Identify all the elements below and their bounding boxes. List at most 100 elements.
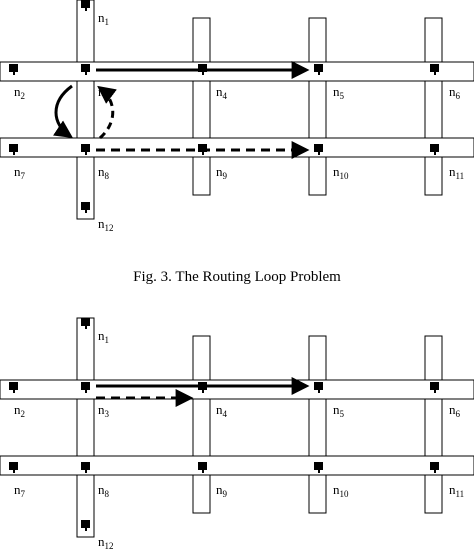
- node-body: [314, 144, 323, 152]
- node-antenna: [85, 527, 87, 531]
- node-body: [81, 462, 90, 470]
- node-n4-label: n4: [216, 84, 228, 101]
- node-body: [198, 144, 207, 152]
- node-body: [81, 202, 90, 210]
- node-subscript: 8: [105, 489, 110, 499]
- node-antenna: [13, 151, 15, 155]
- node-prefix: n: [98, 10, 105, 25]
- node-n2-icon: n2: [9, 64, 25, 101]
- node-body: [81, 520, 90, 528]
- road-fill: [310, 337, 325, 379]
- road-fill: [426, 82, 441, 137]
- road-fill: [78, 82, 93, 137]
- node-antenna: [85, 209, 87, 213]
- node-n12-label: n12: [98, 216, 114, 233]
- node-prefix: n: [98, 402, 105, 417]
- node-n2-label: n2: [14, 84, 25, 101]
- node-n1-label: n1: [98, 10, 109, 27]
- node-n6-label: n6: [449, 402, 461, 419]
- road-fill: [1, 381, 473, 398]
- node-antenna: [318, 71, 320, 75]
- node-subscript: 10: [340, 489, 350, 499]
- road-fill: [194, 19, 209, 61]
- node-subscript: 8: [105, 171, 110, 181]
- node-body: [430, 462, 439, 470]
- node-subscript: 1: [105, 17, 110, 27]
- node-n9-label: n9: [216, 164, 228, 181]
- node-subscript: 9: [223, 171, 228, 181]
- node-antenna: [202, 389, 204, 393]
- node-antenna: [85, 151, 87, 155]
- node-subscript: 12: [105, 541, 114, 550]
- node-n5-icon: n5: [314, 64, 345, 101]
- node-n8-icon: n8: [81, 144, 110, 181]
- node-body: [314, 462, 323, 470]
- node-n1-label: n1: [98, 328, 109, 345]
- node-body: [430, 382, 439, 390]
- node-subscript: 4: [223, 409, 228, 419]
- node-prefix: n: [449, 402, 456, 417]
- node-n1-icon: n1: [81, 0, 109, 27]
- road-fill: [310, 476, 325, 512]
- node-n10-label: n10: [333, 482, 349, 499]
- node-prefix: n: [216, 84, 223, 99]
- node-n10-icon: n10: [314, 462, 349, 499]
- road-fill: [194, 82, 209, 137]
- road-fill: [426, 158, 441, 194]
- node-body: [198, 382, 207, 390]
- node-body: [81, 318, 90, 326]
- road-fill: [426, 476, 441, 512]
- node-prefix: n: [98, 328, 105, 343]
- node-n7-label: n7: [14, 164, 26, 181]
- node-subscript: 12: [105, 223, 114, 233]
- node-subscript: 3: [105, 409, 110, 419]
- node-body: [430, 144, 439, 152]
- node-subscript: 11: [456, 489, 465, 499]
- road-fill: [310, 19, 325, 61]
- node-n3-icon: n3: [81, 64, 110, 101]
- loop-arrow-dashed: [97, 85, 117, 140]
- node-antenna: [85, 389, 87, 393]
- node-subscript: 5: [340, 409, 345, 419]
- node-antenna: [434, 71, 436, 75]
- node-prefix: n: [449, 164, 456, 179]
- node-antenna: [318, 151, 320, 155]
- node-antenna: [85, 7, 87, 11]
- road-fill: [194, 400, 209, 455]
- road-fill: [1, 139, 473, 156]
- node-antenna: [202, 151, 204, 155]
- node-prefix: n: [98, 216, 105, 231]
- node-body: [9, 462, 18, 470]
- node-antenna: [85, 469, 87, 473]
- node-prefix: n: [333, 402, 340, 417]
- node-body: [81, 0, 90, 8]
- node-n3-label: n3: [98, 84, 110, 101]
- node-prefix: n: [98, 482, 105, 497]
- node-antenna: [13, 469, 15, 473]
- node-antenna: [202, 469, 204, 473]
- node-prefix: n: [98, 164, 105, 179]
- node-body: [81, 144, 90, 152]
- node-prefix: n: [14, 482, 21, 497]
- node-subscript: 6: [456, 91, 461, 101]
- node-subscript: 6: [456, 409, 461, 419]
- node-antenna: [13, 389, 15, 393]
- node-n10-icon: n10: [314, 144, 349, 181]
- road-fill: [426, 337, 441, 379]
- node-antenna: [434, 151, 436, 155]
- node-body: [314, 382, 323, 390]
- figure-caption: Fig. 3. The Routing Loop Problem: [133, 269, 341, 285]
- road-fill: [310, 82, 325, 137]
- road-network: [0, 0, 474, 220]
- node-n5-icon: n5: [314, 382, 345, 419]
- node-n7-label: n7: [14, 482, 26, 499]
- node-prefix: n: [333, 482, 340, 497]
- node-subscript: 11: [456, 171, 465, 181]
- node-subscript: 2: [21, 91, 26, 101]
- node-antenna: [85, 71, 87, 75]
- node-antenna: [318, 389, 320, 393]
- node-n4-icon: n4: [198, 382, 228, 419]
- node-antenna: [13, 71, 15, 75]
